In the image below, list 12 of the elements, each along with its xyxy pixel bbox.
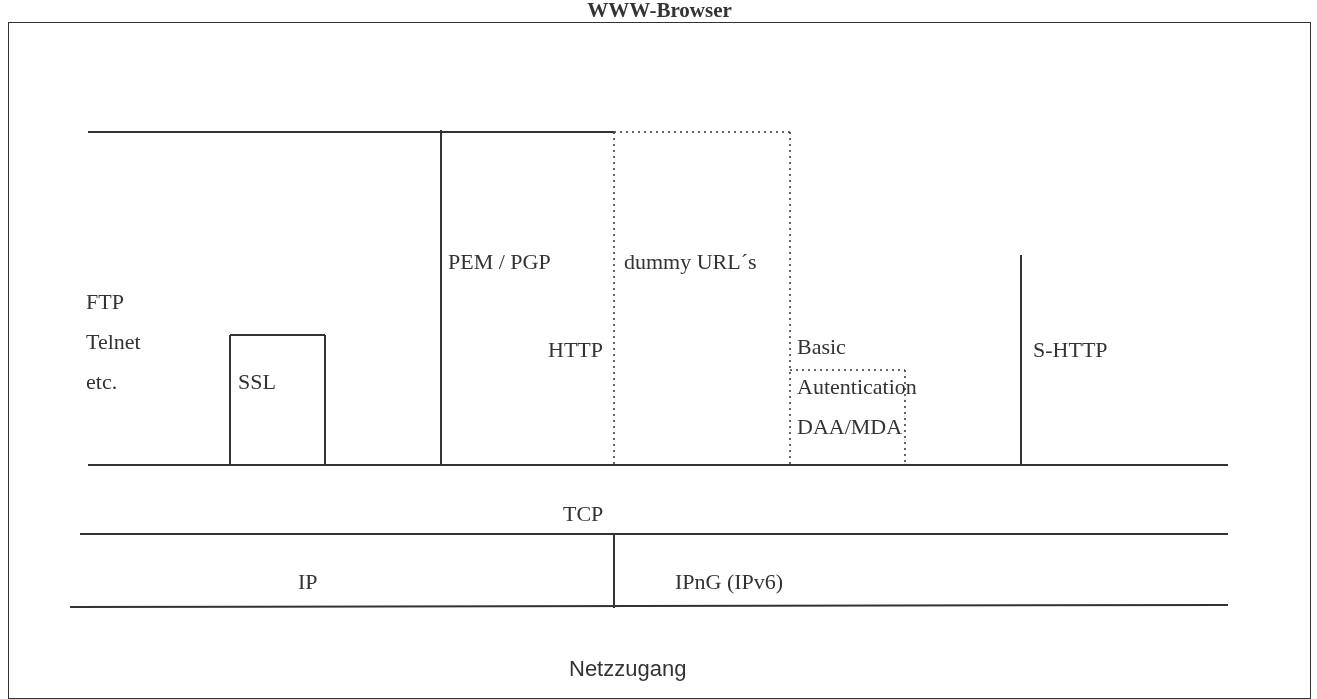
frame-title: WWW-Browser bbox=[586, 0, 733, 21]
protocol-label: FTP Telnet etc. bbox=[86, 282, 166, 402]
protocol-label: IPnG (IPv6) bbox=[675, 562, 805, 602]
protocol-label: Netzzugang bbox=[569, 649, 694, 689]
protocol-label: S-HTTP bbox=[1033, 330, 1123, 370]
protocol-label: IP bbox=[298, 562, 338, 602]
protocol-label: SSL bbox=[238, 362, 298, 402]
protocol-label: Basic Autentication DAA/MDA bbox=[797, 327, 947, 447]
protocol-label: dummy URL´s bbox=[624, 242, 764, 282]
protocol-label: PEM / PGP bbox=[448, 242, 578, 282]
protocol-label: HTTP bbox=[548, 330, 634, 370]
protocol-label: TCP bbox=[563, 494, 618, 534]
